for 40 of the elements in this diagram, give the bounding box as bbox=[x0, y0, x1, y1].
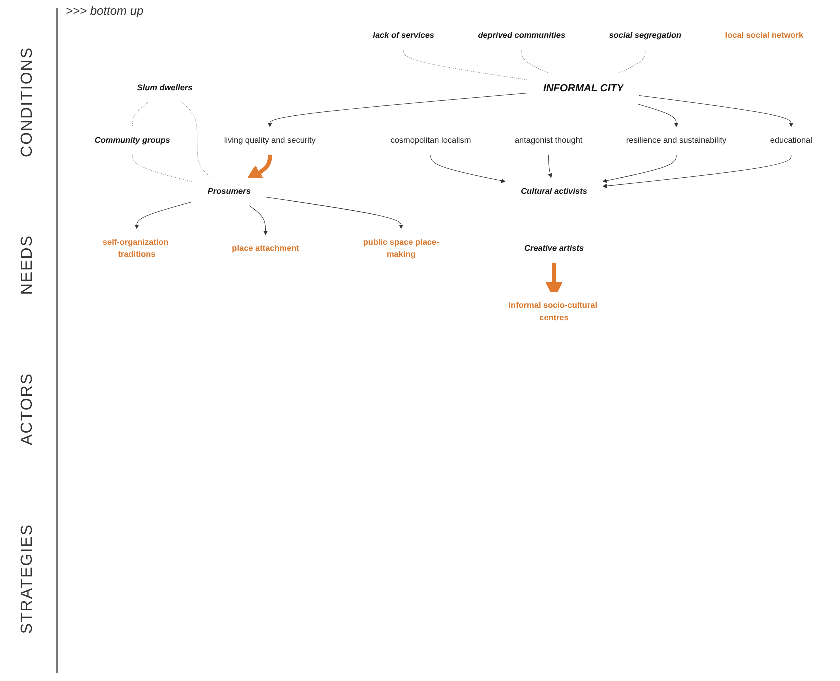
stage-label: STRATEGIES bbox=[19, 524, 37, 634]
connector bbox=[132, 102, 149, 128]
arrow bbox=[134, 202, 193, 230]
node-text: resilience and sustainability bbox=[626, 136, 727, 146]
node-text: cosmopolitan localism bbox=[390, 136, 472, 146]
connector bbox=[132, 154, 193, 182]
note-text: >>> bottom up bbox=[66, 4, 144, 18]
node-text: public space place-making bbox=[363, 238, 440, 260]
arrow bbox=[602, 154, 792, 188]
node-text: living quality and security bbox=[224, 136, 316, 146]
node-text: local social network bbox=[725, 31, 804, 40]
node-text: deprived communities bbox=[478, 31, 566, 40]
stage-label: CONDITIONS bbox=[19, 46, 37, 158]
node-text: educational bbox=[770, 136, 812, 146]
node-text: Slum dwellers bbox=[137, 84, 193, 93]
node-text: place attachment bbox=[232, 244, 300, 254]
connector bbox=[554, 206, 555, 236]
node-text: INFORMAL CITY bbox=[543, 82, 624, 94]
arrow bbox=[636, 104, 679, 128]
connector bbox=[522, 50, 549, 74]
connector bbox=[618, 50, 646, 74]
concept-diagram: lack of services deprived communities social segregation local social network Slum dwellers INFORMAL CITY Community groups living quality and security cosmopolitan localism antagonist thought resilience and sustainability educational Prosumers Cultural activists self-organization traditions place attachment public space place-making Creative artists informal socio-cultural centres bbox=[66, 18, 832, 336]
arrow bbox=[639, 95, 794, 128]
connector bbox=[181, 102, 212, 178]
node-text: antagonist thought bbox=[514, 136, 583, 146]
connector bbox=[404, 50, 528, 80]
arrow bbox=[430, 154, 506, 184]
arrow bbox=[548, 154, 553, 178]
arrow bbox=[602, 154, 677, 184]
arrow bbox=[249, 206, 268, 236]
node-text: self-organization traditions bbox=[102, 238, 169, 260]
stage-label: ACTORS bbox=[19, 373, 37, 446]
node-text: Creative artists bbox=[524, 244, 584, 254]
node-text: Cultural activists bbox=[521, 187, 588, 196]
stage-label: NEEDS bbox=[19, 235, 37, 296]
node-text: lack of services bbox=[373, 31, 434, 40]
node-text: Community groups bbox=[94, 136, 170, 146]
node-text: social segregation bbox=[609, 31, 682, 40]
arrow bbox=[266, 197, 404, 230]
arrow bbox=[268, 93, 528, 128]
